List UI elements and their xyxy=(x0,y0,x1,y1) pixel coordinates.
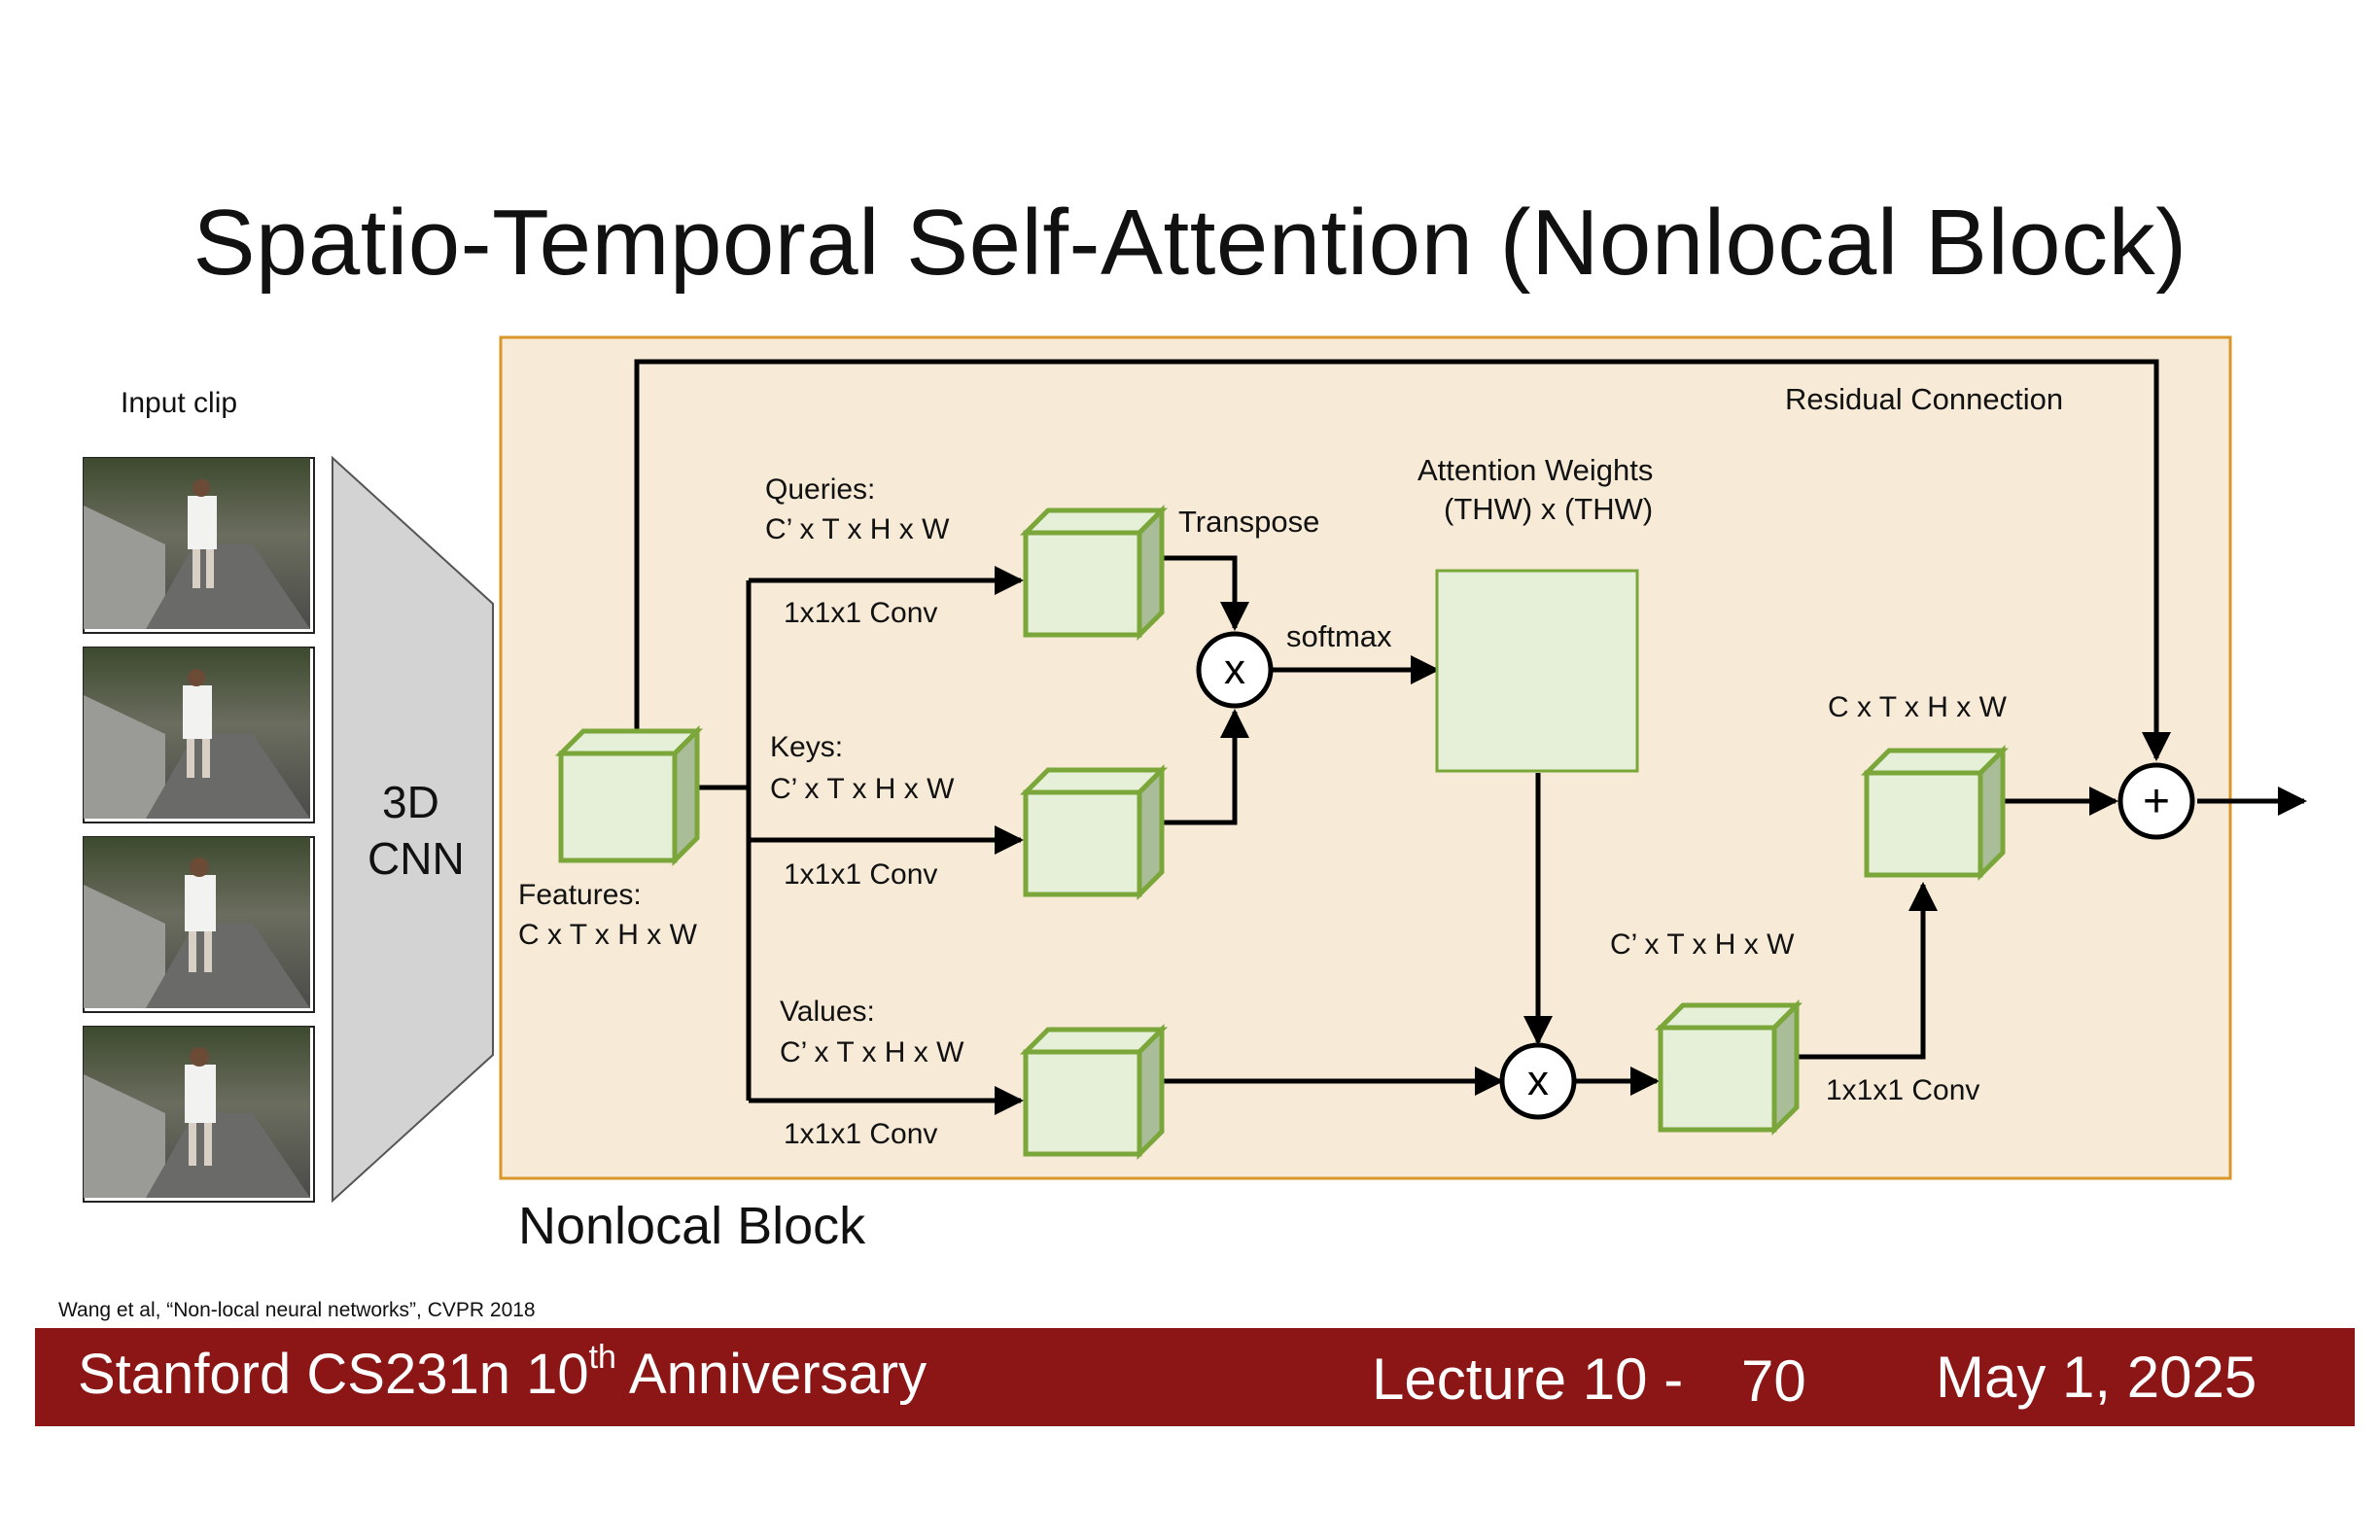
frame-scene-3 xyxy=(84,837,310,1008)
input-clip-label: Input clip xyxy=(121,387,238,419)
attention-weights-shape: (THW) x (THW) xyxy=(1444,492,1654,526)
features-label: Features: xyxy=(518,879,642,911)
softmax-label: softmax xyxy=(1286,619,1392,653)
frame-scene-2 xyxy=(84,648,310,819)
queries-shape: C’ x T x H x W xyxy=(765,513,950,545)
qk-multiply-circle xyxy=(1196,631,1274,709)
features-shape: C x T x H x W xyxy=(518,919,697,951)
lecture-date: May 1, 2025 xyxy=(1936,1345,2258,1410)
attention-weights-matrix xyxy=(1435,569,1639,773)
values-cube xyxy=(1019,1023,1169,1161)
output-conv-cube xyxy=(1860,744,2010,882)
keys-to-mult xyxy=(1162,709,1249,825)
queries-conv-label: 1x1x1 Conv xyxy=(784,597,938,629)
page-number: 70 xyxy=(1741,1348,1806,1414)
frame-scene-4 xyxy=(84,1027,310,1198)
weighted-values-cube xyxy=(1654,998,1803,1137)
qk-multiply-symbol: x xyxy=(1224,646,1245,693)
output-conv-label: 1x1x1 Conv xyxy=(1826,1074,1980,1106)
queries-label: Queries: xyxy=(765,473,876,506)
values-label: Values: xyxy=(780,996,875,1028)
nonlocal-block-caption: Nonlocal Block xyxy=(518,1197,866,1255)
keys-shape: C’ x T x H x W xyxy=(770,773,955,805)
values-shape: C’ x T x H x W xyxy=(780,1036,964,1068)
residual-connection-label: Residual Connection xyxy=(1785,382,2064,416)
av-multiply-circle xyxy=(1499,1042,1577,1120)
attention-weights-label: Attention Weights xyxy=(1418,453,1654,487)
residual-line xyxy=(634,359,2171,761)
footer-bar: Stanford CS231n 10th Anniversary Lecture… xyxy=(35,1328,2355,1426)
weighted-to-output xyxy=(1797,882,1938,1060)
course-superscript: th xyxy=(588,1338,616,1376)
keys-cube xyxy=(1019,763,1169,901)
output-shape-label: C x T x H x W xyxy=(1828,691,2007,723)
input-frames-scenes xyxy=(84,458,310,1198)
frame-scene-1 xyxy=(84,458,310,629)
lecture-label: Lecture 10 - xyxy=(1372,1347,1684,1412)
residual-add-symbol: + xyxy=(2143,776,2170,827)
citation: Wang et al, “Non-local neural networks”,… xyxy=(58,1299,536,1321)
residual-add-circle xyxy=(2118,762,2195,840)
cnn-label-line1: 3D xyxy=(382,777,439,827)
queries-cube xyxy=(1019,504,1169,642)
keys-conv-label: 1x1x1 Conv xyxy=(784,858,938,891)
keys-label: Keys: xyxy=(770,731,844,763)
course-name: Stanford CS231n 10th Anniversary xyxy=(78,1338,928,1406)
slide-title: Spatio-Temporal Self-Attention (Nonlocal… xyxy=(192,191,2188,295)
queries-to-mult xyxy=(1162,555,1249,631)
features-cube xyxy=(554,724,704,867)
cnn-label-line2: CNN xyxy=(368,833,465,884)
av-multiply-symbol: x xyxy=(1527,1057,1549,1104)
weighted-shape-label: C’ x T x H x W xyxy=(1610,928,1795,961)
transpose-label: Transpose xyxy=(1178,505,1320,539)
values-conv-label: 1x1x1 Conv xyxy=(784,1118,938,1150)
cnn-trapezoid xyxy=(332,455,494,1204)
